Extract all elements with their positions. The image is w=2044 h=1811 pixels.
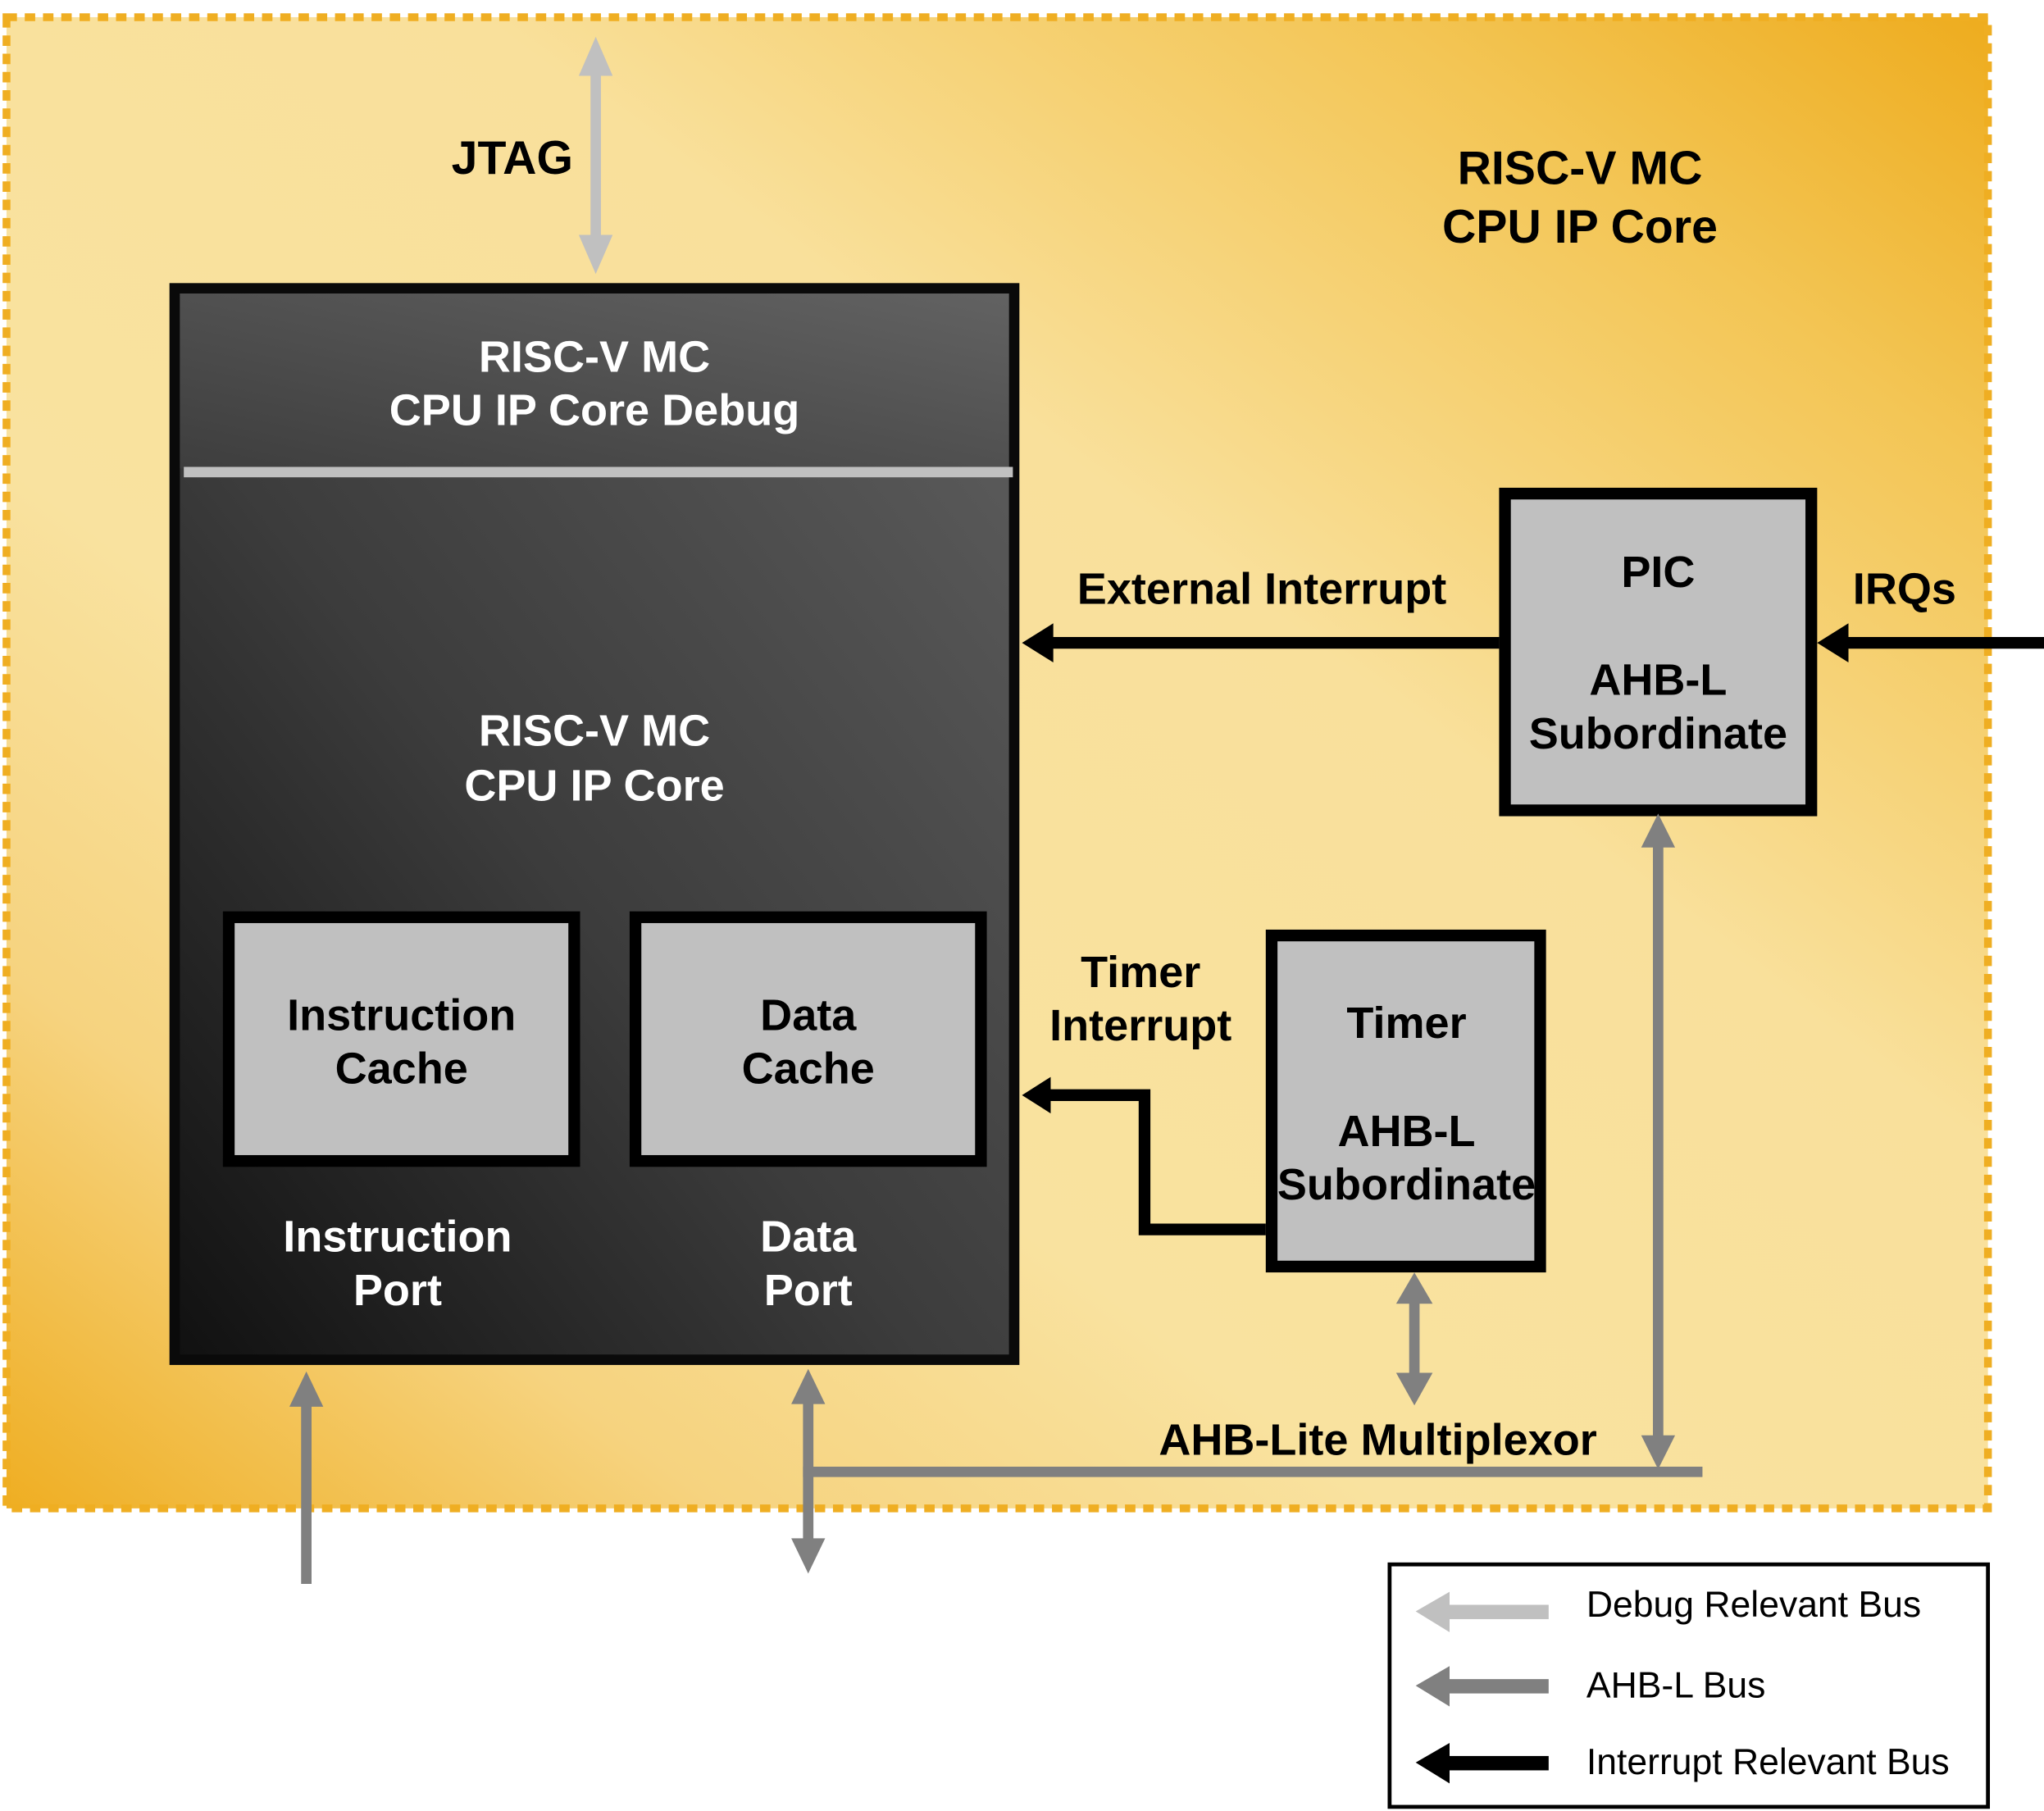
jtag-arrow [578, 36, 613, 275]
core-title-line2: CPU IP Core [464, 762, 724, 811]
pic-ahb-arrow [1641, 813, 1676, 1470]
timer-interrupt-label-line2: Interrupt [1049, 1001, 1231, 1050]
data-port-line2: Port [764, 1266, 853, 1315]
external-interrupt-arrow [1022, 623, 1500, 662]
instruction-port-line2: Port [353, 1266, 442, 1315]
dcache-label-line2: Cache [742, 1044, 875, 1094]
irqs-label: IRQs [1853, 564, 1956, 613]
icache-label-line1: Instruction [287, 990, 516, 1040]
data-cache-block [629, 911, 987, 1167]
dcache-label-line1: Data [760, 990, 857, 1040]
debug-title-line2: CPU IP Core Debug [389, 386, 800, 435]
irqs-arrow [1817, 623, 2044, 662]
pic-label-line3: Subordinate [1529, 709, 1787, 758]
timer-block [1265, 929, 1546, 1273]
legend-debug-arrow-icon [1415, 1591, 1549, 1632]
outer-title-line1: RISC-V MC [1458, 142, 1703, 194]
timer-label-line1: Timer [1346, 999, 1466, 1048]
data-port-arrow [791, 1368, 826, 1574]
debug-separator [184, 466, 1013, 478]
core-title-line1: RISC-V MC [479, 707, 710, 756]
timer-label-line3: Subordinate [1277, 1160, 1536, 1209]
ahb-multiplexor-label: AHB-Lite Multiplexor [1159, 1416, 1596, 1465]
legend-item-interrupt: Interrupt Relevant Bus [1586, 1742, 1950, 1782]
timer-label-line2: AHB-L [1337, 1107, 1475, 1156]
timer-ahb-arrow [1395, 1272, 1433, 1406]
debug-title-line1: RISC-V MC [479, 332, 710, 381]
instruction-port-arrow [289, 1371, 324, 1585]
instruction-cache-block [222, 911, 580, 1167]
timer-interrupt-arrow [1022, 1076, 1266, 1235]
legend-interrupt-arrow-icon [1415, 1743, 1549, 1784]
icache-label-line2: Cache [335, 1044, 468, 1094]
pic-label-line2: AHB-L [1589, 656, 1727, 705]
instruction-port-line1: Instruction [283, 1213, 512, 1262]
legend-ahb-arrow-icon [1415, 1666, 1549, 1707]
data-port-line1: Data [760, 1213, 857, 1262]
outer-title-line2: CPU IP Core [1442, 201, 1718, 253]
legend-item-ahb: AHB-L Bus [1586, 1665, 1765, 1705]
timer-interrupt-label-line1: Timer [1081, 948, 1200, 997]
legend [1387, 1562, 1991, 1809]
pic-block [1499, 487, 1818, 817]
pic-label-line1: PIC [1621, 548, 1695, 597]
jtag-label: JTAG [452, 132, 573, 184]
legend-item-debug: Debug Relevant Bus [1586, 1585, 1921, 1625]
cpu-core-block [169, 283, 1020, 1365]
external-interrupt-label: External Interrupt [1077, 564, 1446, 613]
